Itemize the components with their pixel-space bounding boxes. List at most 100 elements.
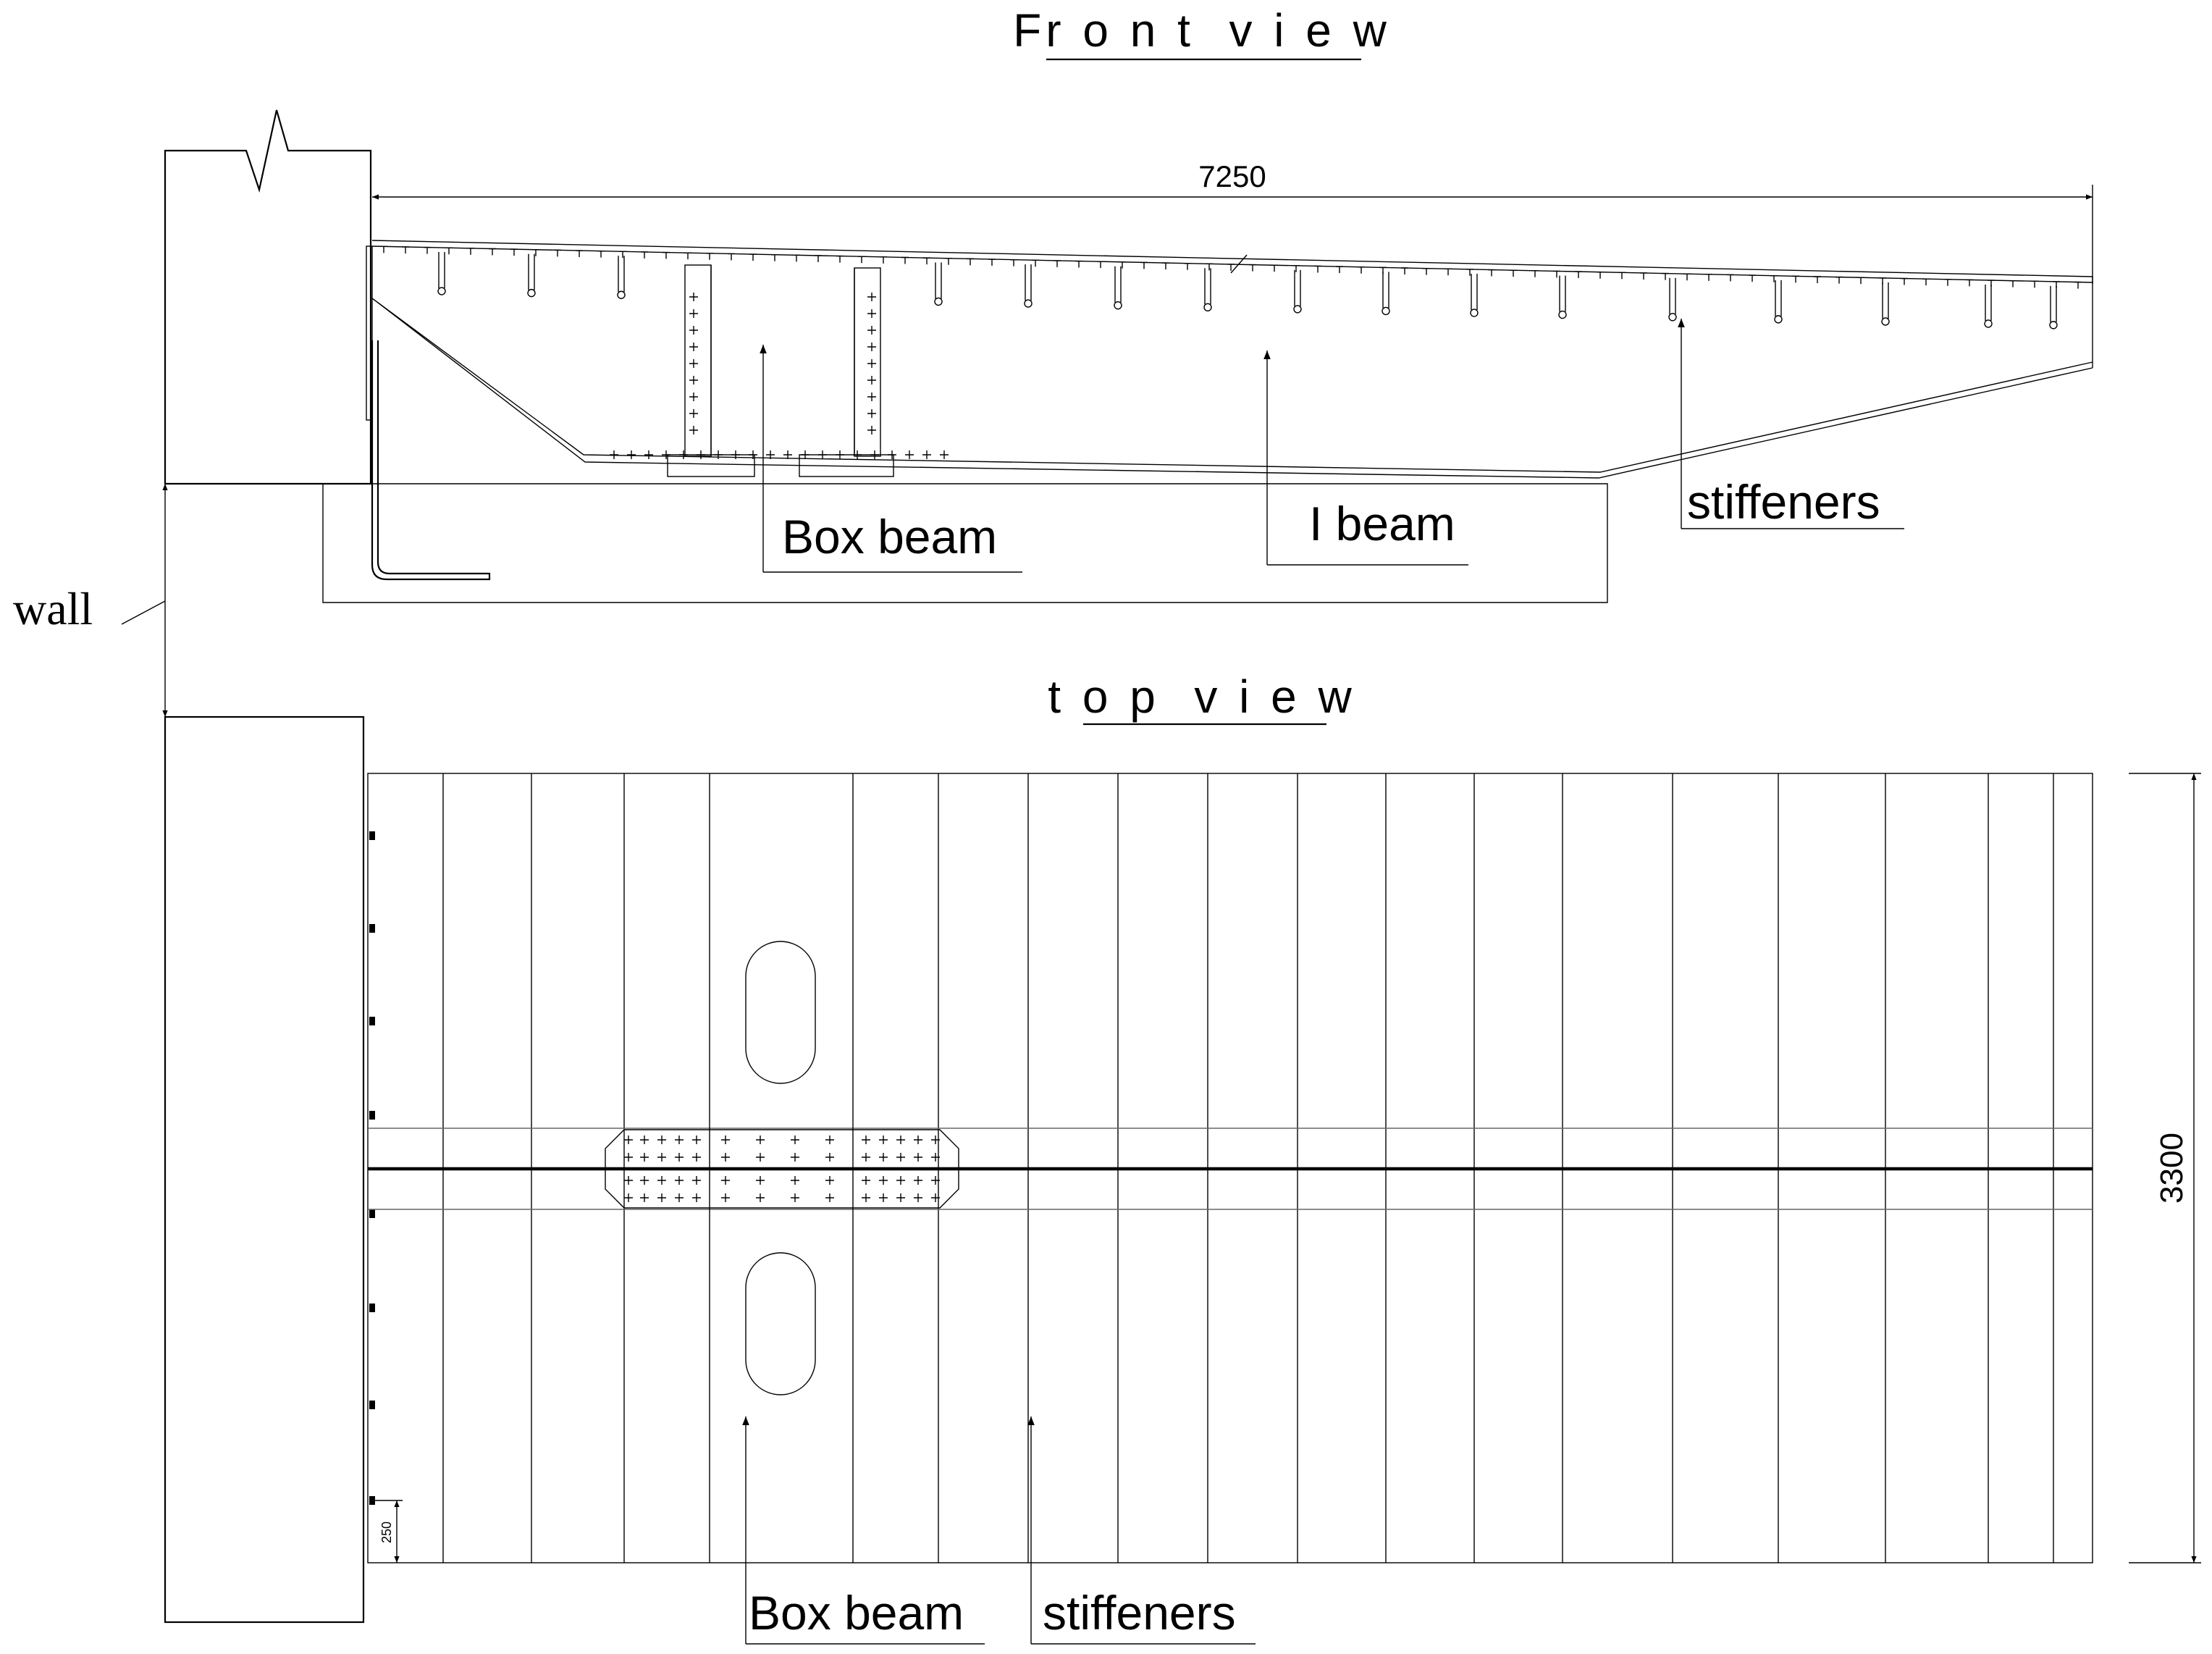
- top-view-title: t o p v i e w: [1048, 671, 1355, 723]
- bolt: [721, 1153, 730, 1162]
- deck-tick: [380, 245, 387, 253]
- access-hole-upper: [745, 941, 816, 1084]
- deck-tick: [576, 250, 583, 258]
- bolt: [692, 1176, 701, 1185]
- bolt: [896, 1135, 905, 1144]
- deck-tick: [2074, 281, 2082, 289]
- bolt: [791, 1153, 799, 1162]
- bolt: [756, 1135, 765, 1144]
- deck-tick: [1358, 266, 1365, 274]
- bolt: [692, 1135, 701, 1144]
- deck-tick: [2009, 280, 2017, 287]
- top-view: t o p v i e w 3300 250: [164, 671, 2201, 1645]
- access-hole-lower: [745, 1252, 816, 1395]
- deck-tick: [858, 256, 865, 264]
- bolt: [862, 1176, 870, 1185]
- bolt: [756, 1153, 765, 1162]
- bolt: [689, 343, 698, 351]
- deck-tick: [1032, 259, 1039, 267]
- bolt: [640, 1135, 649, 1144]
- stiffener-bulb: [1774, 315, 1783, 324]
- bolt: [931, 1135, 940, 1144]
- bolt: [657, 1153, 666, 1162]
- deck-tick: [1966, 279, 1973, 287]
- anchor-hook: [371, 340, 491, 581]
- deck-tick: [815, 255, 822, 262]
- stiffener-bulb: [1114, 301, 1122, 310]
- bolt: [931, 1153, 940, 1162]
- bolt: [714, 450, 723, 459]
- deck-tick: [1466, 269, 1473, 276]
- bolt: [756, 1193, 765, 1202]
- deck-tick: [1054, 260, 1061, 267]
- bolt: [853, 450, 862, 459]
- bolt: [624, 1193, 633, 1202]
- bolt: [940, 450, 949, 459]
- deck-tick: [771, 254, 778, 261]
- bolt: [914, 1135, 922, 1144]
- i-beam-bottom-flange-inner: [377, 302, 2093, 479]
- deck-tick: [1097, 261, 1104, 269]
- bolt: [870, 450, 879, 459]
- bolt: [836, 450, 844, 459]
- deck-tick: [510, 248, 518, 256]
- deck-tick: [1510, 269, 1517, 277]
- bolt: [749, 450, 757, 459]
- bolt: [675, 1135, 684, 1144]
- foundation-outline: [322, 483, 1608, 603]
- deck-tick: [1227, 264, 1235, 271]
- deck-tick: [1292, 265, 1300, 272]
- bolt: [867, 376, 876, 385]
- bolt: [662, 450, 670, 459]
- deck-tick: [1770, 275, 1778, 282]
- stiffener-bulb: [437, 287, 446, 295]
- bolt: [791, 1135, 799, 1144]
- bolt: [867, 359, 876, 368]
- bolt: [888, 450, 896, 459]
- stiffener-bulb: [1024, 299, 1033, 308]
- front-view-title: Fr o n t v i e w: [1013, 4, 1391, 56]
- small-dimension-text: 250: [379, 1521, 394, 1543]
- bolt: [675, 1193, 684, 1202]
- deck-tick: [554, 249, 561, 257]
- bolt: [867, 326, 876, 335]
- deck-tick: [1640, 272, 1647, 280]
- bolt: [867, 392, 876, 401]
- stiffeners-label-front: stiffeners: [1687, 475, 1880, 529]
- deck-tick: [1184, 262, 1191, 270]
- deck-tick: [1792, 275, 1799, 283]
- stiffener-bulb: [934, 297, 943, 306]
- front-stiffener-ribs: [437, 252, 2058, 329]
- stiffener-bulb: [2049, 321, 2058, 329]
- deck-tick: [1423, 267, 1430, 275]
- deck-tick: [445, 247, 453, 255]
- stiffeners-label-top: stiffeners: [1043, 1586, 1236, 1640]
- bolt: [640, 1176, 649, 1185]
- bolt: [905, 450, 914, 459]
- bolt: [689, 309, 698, 318]
- anchor-bolt: [369, 1304, 375, 1312]
- deck-tick: [1162, 262, 1169, 270]
- bolt: [692, 1193, 701, 1202]
- stiffener-bulb: [1470, 308, 1479, 317]
- deck-tick: [424, 246, 431, 254]
- bolt: [657, 1135, 666, 1144]
- bolt: [931, 1176, 940, 1185]
- width-dimension-text: 3300: [2154, 1133, 2190, 1204]
- stiffener-bulb: [617, 290, 626, 299]
- bolt: [818, 450, 827, 459]
- deck-tick: [1075, 260, 1082, 268]
- deck-tick: [967, 258, 974, 266]
- deck-tick: [1488, 269, 1495, 277]
- bolt: [931, 1193, 940, 1202]
- bolt: [867, 343, 876, 351]
- span-dimension-text: 7250: [1198, 159, 1266, 193]
- anchor-bolt: [369, 924, 375, 933]
- deck-tick: [793, 254, 800, 262]
- deck-tick: [901, 256, 909, 264]
- bolt: [721, 1176, 730, 1185]
- bolt: [610, 450, 618, 459]
- deck-tick: [1271, 264, 1278, 272]
- deck-top: [371, 240, 2093, 277]
- deck-tick: [619, 251, 626, 259]
